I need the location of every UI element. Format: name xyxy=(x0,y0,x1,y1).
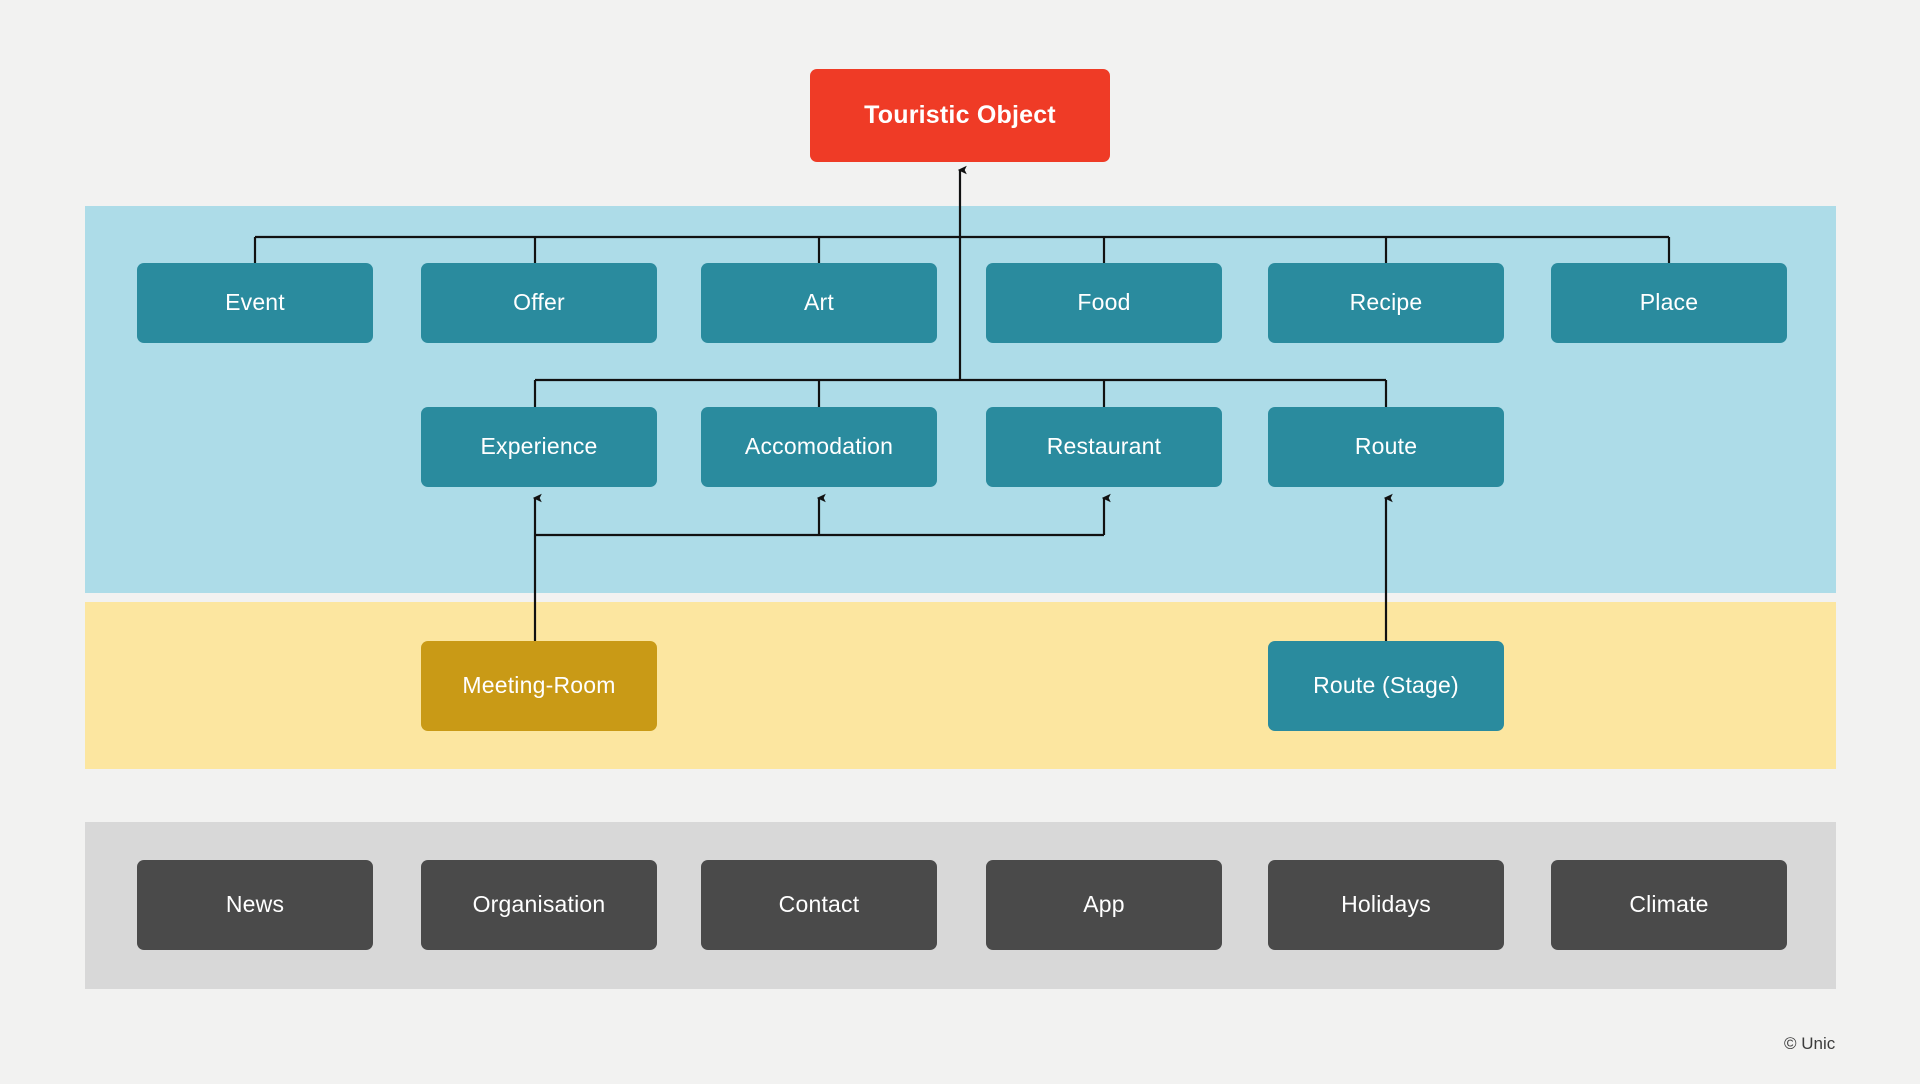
node-organisation[interactable]: Organisation xyxy=(421,860,657,950)
node-place[interactable]: Place xyxy=(1551,263,1787,343)
copyright-label: © Unic xyxy=(1784,1034,1836,1053)
node-holidays[interactable]: Holidays xyxy=(1268,860,1504,950)
node-climate[interactable]: Climate xyxy=(1551,860,1787,950)
node-art[interactable]: Art xyxy=(701,263,937,343)
node-meeting-room[interactable]: Meeting-Room xyxy=(421,641,657,731)
node-touristic-object[interactable]: Touristic Object xyxy=(810,69,1110,162)
node-experience[interactable]: Experience xyxy=(421,407,657,487)
node-restaurant[interactable]: Restaurant xyxy=(986,407,1222,487)
node-accomodation[interactable]: Accomodation xyxy=(701,407,937,487)
node-offer[interactable]: Offer xyxy=(421,263,657,343)
node-contact[interactable]: Contact xyxy=(701,860,937,950)
node-food[interactable]: Food xyxy=(986,263,1222,343)
node-route-stage[interactable]: Route (Stage) xyxy=(1268,641,1504,731)
sub-entities-band xyxy=(85,602,1836,769)
node-recipe[interactable]: Recipe xyxy=(1268,263,1504,343)
node-news[interactable]: News xyxy=(137,860,373,950)
node-app[interactable]: App xyxy=(986,860,1222,950)
node-event[interactable]: Event xyxy=(137,263,373,343)
node-route[interactable]: Route xyxy=(1268,407,1504,487)
site-sections-band xyxy=(85,822,1836,989)
